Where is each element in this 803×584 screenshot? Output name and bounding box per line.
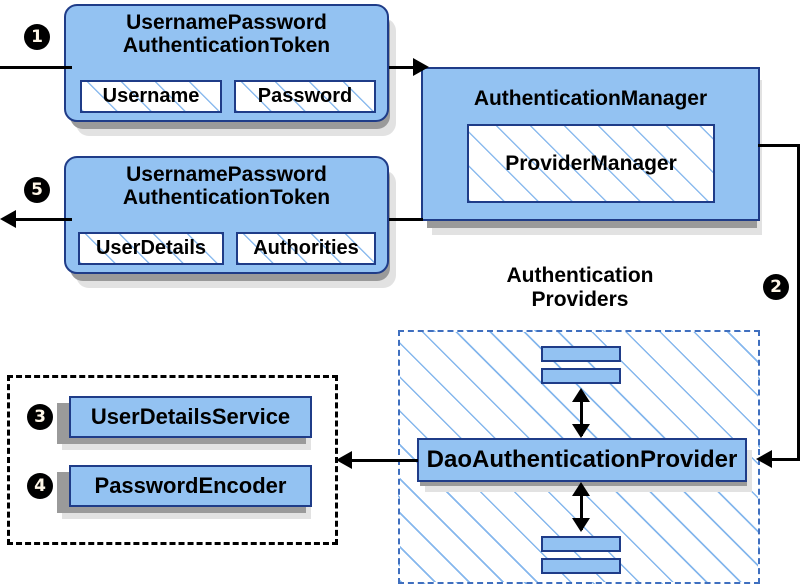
response-outbound-arrowhead xyxy=(0,210,16,228)
provider-to-support-line xyxy=(352,459,418,462)
provider-bar-bottom-1[interactable] xyxy=(541,536,621,552)
authentication-manager-title: AuthenticationManager xyxy=(473,87,708,110)
token-to-manager-line xyxy=(389,66,421,69)
passwordencoder-box[interactable]: PasswordEncoder xyxy=(69,465,312,507)
response-outbound-line xyxy=(14,218,72,221)
dao-authentication-provider-label: DaoAuthenticationProvider xyxy=(426,446,738,473)
manager-to-response-line xyxy=(389,218,423,221)
provider-manager-box[interactable]: ProviderManager xyxy=(467,124,715,203)
manager-to-provider-line-bottom xyxy=(762,458,800,461)
response-token-title: UsernamePassword AuthenticationToken xyxy=(122,163,331,210)
userdetailsservice-box[interactable]: UserDetailsService xyxy=(69,396,312,438)
provider-bar-top-1[interactable] xyxy=(541,346,621,362)
request-token-field-username[interactable]: Username xyxy=(80,80,222,113)
provider-link-bottom-line xyxy=(580,488,583,530)
request-token-field-password[interactable]: Password xyxy=(234,80,376,113)
token-to-manager-arrowhead xyxy=(413,58,429,76)
provider-link-bottom-arrow-down xyxy=(572,518,590,532)
response-token-field-authorities-label: Authorities xyxy=(253,237,359,259)
dao-authentication-provider-box[interactable]: DaoAuthenticationProvider xyxy=(417,438,747,482)
passwordencoder-label: PasswordEncoder xyxy=(94,473,287,498)
userdetailsservice-label: UserDetailsService xyxy=(90,404,291,429)
step-badge-1: 1 xyxy=(24,24,50,50)
step-badge-5: 5 xyxy=(24,177,50,203)
provider-manager-label: ProviderManager xyxy=(505,151,677,175)
step-badge-2: 2 xyxy=(763,274,789,300)
authentication-providers-label: Authentication Providers xyxy=(506,264,654,311)
inbound-request-line xyxy=(0,66,72,69)
manager-to-provider-arrowhead xyxy=(756,450,772,468)
provider-link-bottom-arrow-up xyxy=(572,482,590,496)
request-token-field-username-label: Username xyxy=(102,85,200,107)
response-token-field-authorities[interactable]: Authorities xyxy=(236,232,376,265)
manager-to-provider-line-top xyxy=(758,144,800,147)
provider-bar-top-2[interactable] xyxy=(541,368,621,384)
response-token-field-userdetails[interactable]: UserDetails xyxy=(78,232,224,265)
provider-to-support-arrowhead xyxy=(336,451,352,469)
response-token-field-userdetails-label: UserDetails xyxy=(95,237,207,259)
provider-link-top-line xyxy=(580,394,583,436)
step-badge-4: 4 xyxy=(27,473,53,499)
request-token-title: UsernamePassword AuthenticationToken xyxy=(122,11,331,58)
request-token-field-password-label: Password xyxy=(257,85,353,107)
manager-to-provider-line-vertical xyxy=(797,144,800,460)
provider-bar-bottom-2[interactable] xyxy=(541,558,621,574)
step-badge-3: 3 xyxy=(27,404,53,430)
provider-link-top-arrow-down xyxy=(572,424,590,438)
provider-link-top-arrow-up xyxy=(572,388,590,402)
